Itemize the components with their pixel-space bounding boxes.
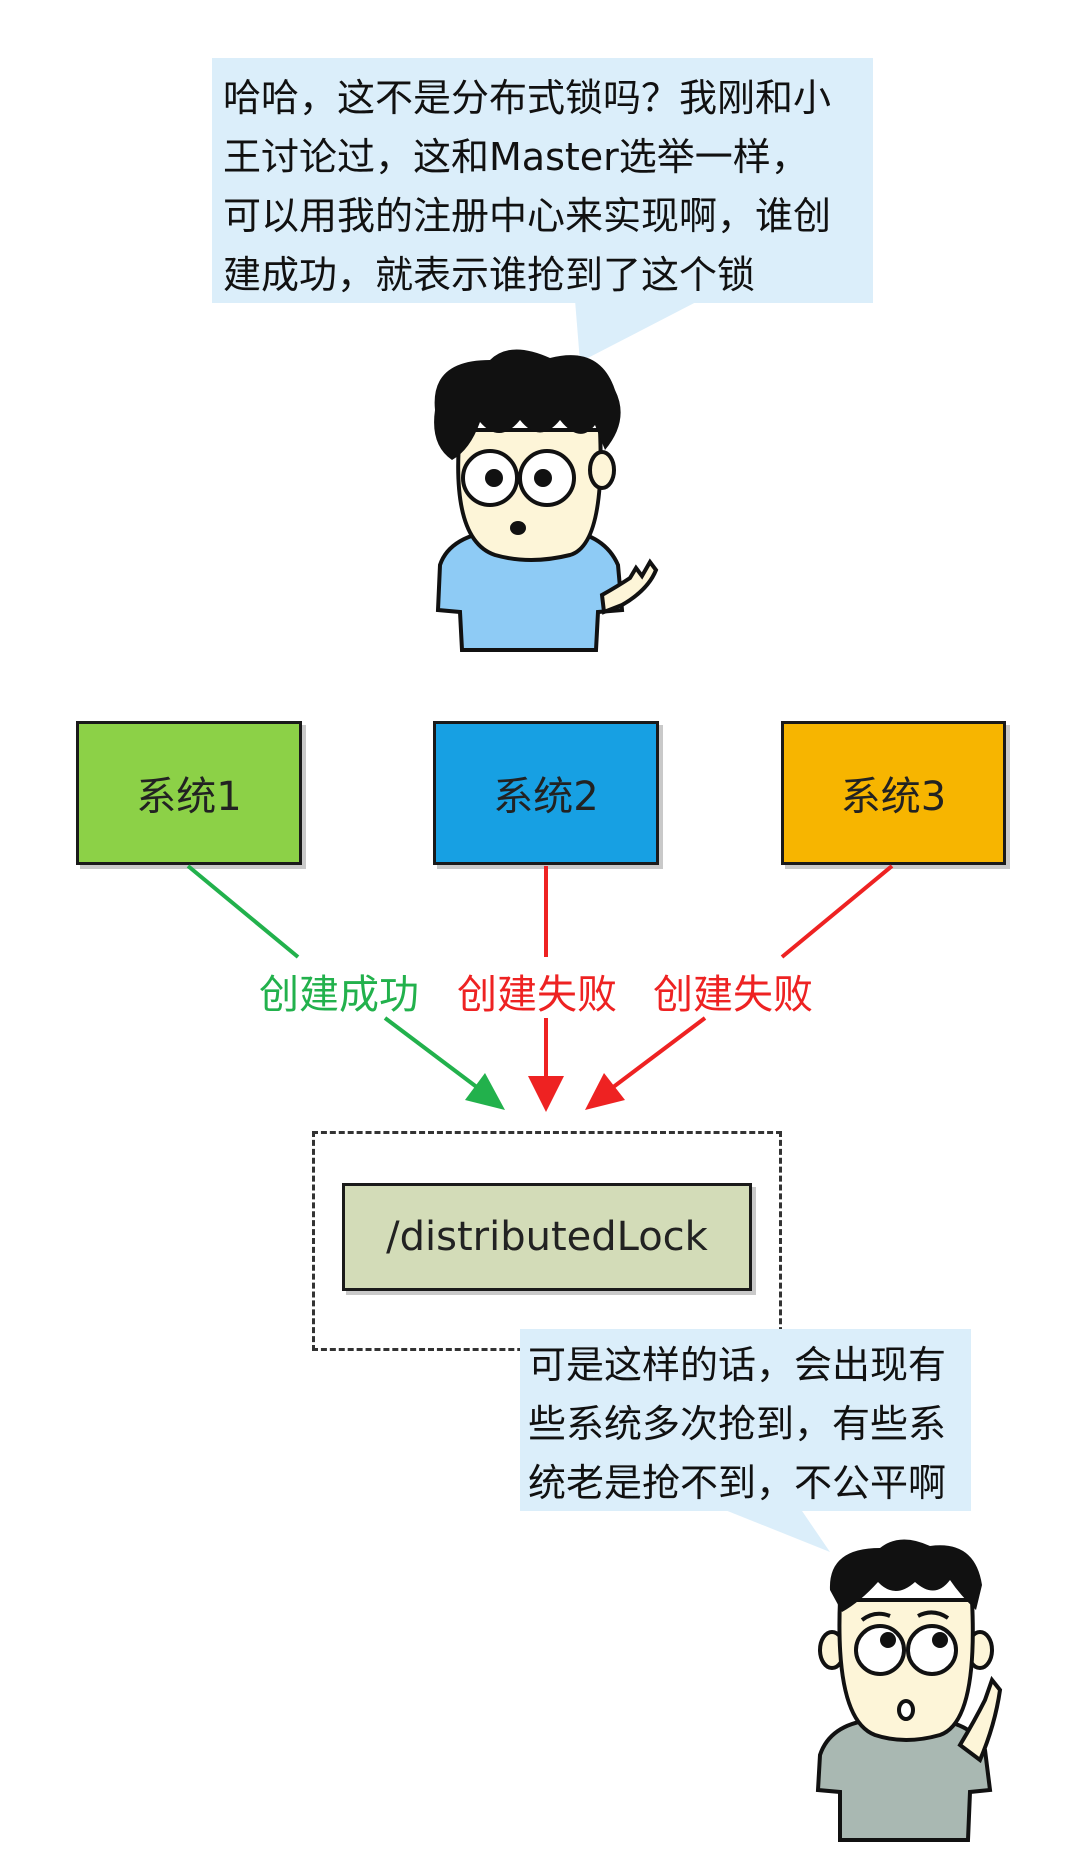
bubble-top-line-2: 王讨论过，这和Master选举一样，: [223, 135, 809, 179]
edge-label-system-2: 创建失败: [457, 972, 617, 1018]
distributed-lock-label: /distributedLock: [386, 1214, 708, 1260]
system-2-box: 系统2: [433, 721, 659, 865]
system-1-label: 系统1: [136, 774, 242, 820]
speech-bubble-bottom: 可是这样的话，会出现有 些系统多次抢到，有些系 统老是抢不到，不公平啊: [520, 1329, 971, 1511]
distributed-lock-node: /distributedLock: [342, 1183, 752, 1291]
speech-bubble-top: 哈哈，这不是分布式锁吗？我刚和小 王讨论过，这和Master选举一样， 可以用我…: [212, 58, 873, 303]
bubble-bottom-line-1: 可是这样的话，会出现有: [528, 1343, 947, 1387]
arrow-system-1: [186, 864, 505, 1110]
bubble-top-line-4: 建成功，就表示谁抢到了这个锁: [223, 253, 756, 297]
system-1-box: 系统1: [76, 721, 302, 865]
arrow-system-2: [528, 866, 564, 1112]
edge-label-system-3: 创建失败: [653, 972, 813, 1018]
character-gray-shirt: [815, 1539, 1003, 1842]
system-2-label: 系统2: [493, 774, 599, 820]
bubble-bottom-line-2: 些系统多次抢到，有些系: [528, 1402, 947, 1446]
system-3-label: 系统3: [840, 774, 947, 820]
arrow-system-3: [585, 864, 894, 1110]
bubble-bottom-line-3: 统老是抢不到，不公平啊: [528, 1461, 947, 1505]
bubble-top-line-3: 可以用我的注册中心来实现啊，谁创: [223, 194, 832, 238]
bubble-top-line-1: 哈哈，这不是分布式锁吗？我刚和小: [223, 76, 832, 120]
character-blue-shirt: [434, 349, 659, 652]
system-3-box: 系统3: [781, 721, 1006, 865]
edge-label-system-1: 创建成功: [259, 972, 419, 1018]
